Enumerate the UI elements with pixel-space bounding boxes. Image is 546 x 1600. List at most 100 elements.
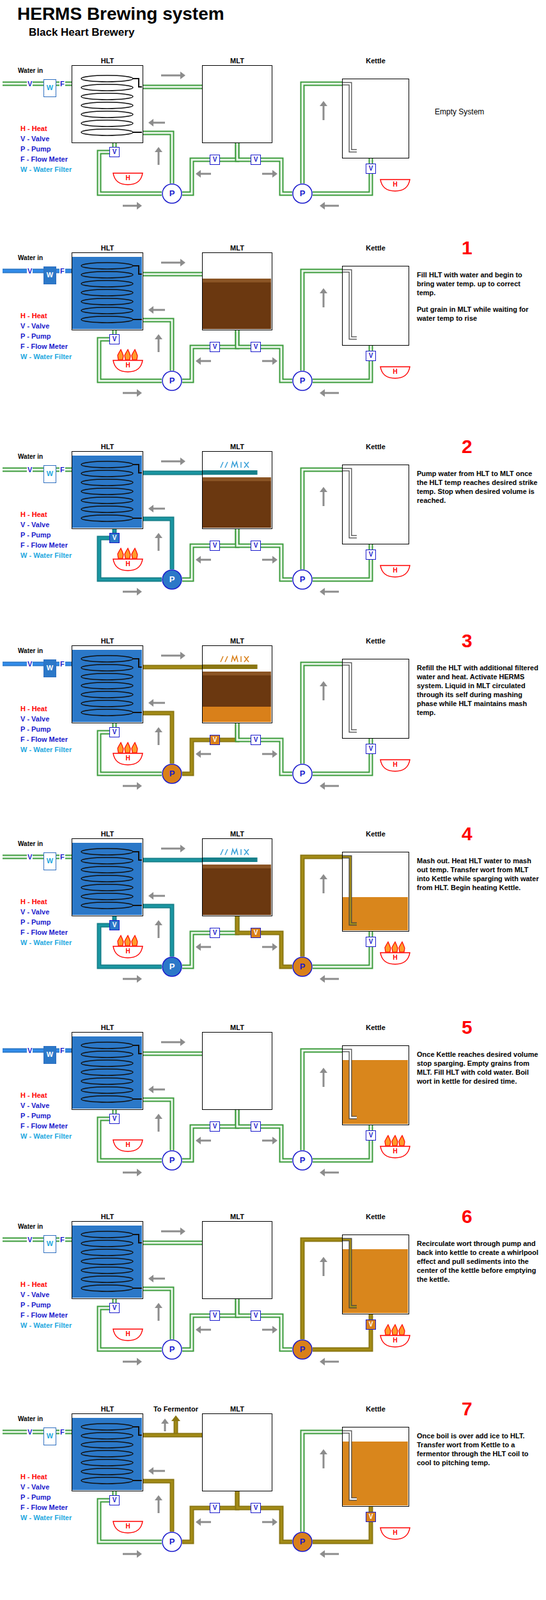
valve-letter: V xyxy=(26,79,33,89)
flow-arrowhead xyxy=(154,1114,163,1120)
pipe-core xyxy=(143,519,172,570)
pipe-wall xyxy=(219,529,238,546)
pipe-core xyxy=(2,856,44,859)
pump-outline xyxy=(162,1340,182,1360)
flow-arrow xyxy=(161,848,181,851)
legend-entry: H - Heat xyxy=(20,1473,48,1482)
coil-lead xyxy=(132,1288,142,1290)
flow-arrowhead xyxy=(148,306,154,314)
flow-meter-letter: F xyxy=(59,465,66,475)
pipe-core xyxy=(302,1432,343,1533)
valve-letter: V xyxy=(109,1115,119,1124)
coil-lead xyxy=(132,852,142,861)
flow-arrow xyxy=(157,152,160,165)
flow-arrow xyxy=(262,753,273,756)
valve-letter: V xyxy=(26,852,33,862)
pipe-core xyxy=(370,1125,373,1131)
pump-outline xyxy=(162,570,182,590)
filter-box: W xyxy=(43,79,57,98)
flow-arrow xyxy=(324,1361,339,1364)
heater-symbol: H xyxy=(112,558,144,572)
flow-arrowhead xyxy=(195,1137,201,1146)
pipe-core xyxy=(2,1239,44,1242)
inlet-label: Water in xyxy=(17,1416,43,1425)
coil-turn xyxy=(81,1285,133,1293)
valve-box: V xyxy=(109,920,120,931)
pipe-wall xyxy=(219,330,238,348)
pump-outline xyxy=(292,957,312,977)
vessel-label: Kettle xyxy=(342,1405,410,1415)
valve-box: V xyxy=(250,1311,261,1322)
vessel-label: HLT xyxy=(71,1405,144,1415)
step-number: 7 xyxy=(461,1398,473,1421)
heater-letter: H xyxy=(379,1146,411,1158)
vessel-art xyxy=(72,646,142,723)
valve-letter: V xyxy=(251,155,261,164)
coil-turn xyxy=(81,111,133,118)
pipe-wall xyxy=(237,1299,251,1317)
filter-letter: W xyxy=(44,1236,56,1253)
flow-arrow xyxy=(153,1089,165,1092)
pipe-wall xyxy=(143,1052,203,1057)
pipe-wall xyxy=(219,723,238,741)
flow-arrowhead xyxy=(180,1038,186,1047)
flow-arrow xyxy=(161,1042,181,1045)
pipe xyxy=(302,271,343,371)
valve-box: V xyxy=(209,342,220,353)
flow-arrowhead xyxy=(195,357,201,366)
coil-lead xyxy=(132,659,142,668)
dip-tube-core xyxy=(342,271,357,339)
pipe xyxy=(260,546,293,580)
pipe xyxy=(370,739,372,745)
coil-turn xyxy=(81,1078,133,1085)
pump-outline xyxy=(162,1151,182,1171)
pump-letter: P xyxy=(292,183,313,204)
legend-text: P - Pump xyxy=(20,332,51,341)
flame xyxy=(398,942,405,953)
valve-box: V xyxy=(109,1303,120,1314)
legend-text: H - Heat xyxy=(20,1281,48,1289)
flame xyxy=(124,548,131,559)
burner-outline xyxy=(113,1140,143,1153)
flow-arrowhead xyxy=(272,943,278,952)
flow-arrowhead xyxy=(319,874,328,880)
heater-letter: H xyxy=(112,1139,144,1151)
heater-symbol: H xyxy=(112,1329,144,1342)
legend-text: F - Flow Meter xyxy=(20,342,68,351)
pump-letter: P xyxy=(292,370,313,392)
flow-arrowhead xyxy=(136,1169,142,1178)
heater-letter: H xyxy=(112,1521,144,1533)
vessel-art xyxy=(342,659,408,738)
panel-art xyxy=(2,71,339,210)
flame xyxy=(391,1136,398,1147)
pipe-wall xyxy=(312,361,371,382)
pipe-core xyxy=(219,1299,238,1317)
coil-turn xyxy=(81,1460,133,1467)
pipe-core xyxy=(237,1110,251,1128)
flame xyxy=(384,1325,391,1336)
pipe xyxy=(302,83,343,184)
legend-text: H - Heat xyxy=(20,510,48,519)
pipe-core xyxy=(370,345,373,351)
pump-circle: P xyxy=(292,1150,313,1172)
coil-turn xyxy=(81,1051,133,1059)
valve-box: V xyxy=(209,1122,220,1133)
valve-letter: V xyxy=(109,1304,119,1313)
legend-text: P - Pump xyxy=(20,1112,51,1121)
vessel-art xyxy=(72,253,142,330)
flow-arrowhead xyxy=(319,975,325,984)
legend-entry: P - Pump xyxy=(20,331,51,341)
contents xyxy=(202,278,272,330)
pipe-wall xyxy=(237,1492,251,1509)
pipe xyxy=(143,1243,203,1245)
pump-letter: P xyxy=(161,569,183,591)
note-column: Recirculate wort through pump and back i… xyxy=(416,1239,540,1285)
pipe xyxy=(99,732,162,775)
pipe-wall xyxy=(368,544,374,550)
vessel-art xyxy=(342,1428,408,1507)
legend-entry: P - Pump xyxy=(20,1493,51,1503)
legend-entry: P - Pump xyxy=(20,530,51,540)
flow-arrow xyxy=(200,946,211,949)
panel-art xyxy=(2,457,339,596)
legend-text: V - Valve xyxy=(20,715,50,724)
